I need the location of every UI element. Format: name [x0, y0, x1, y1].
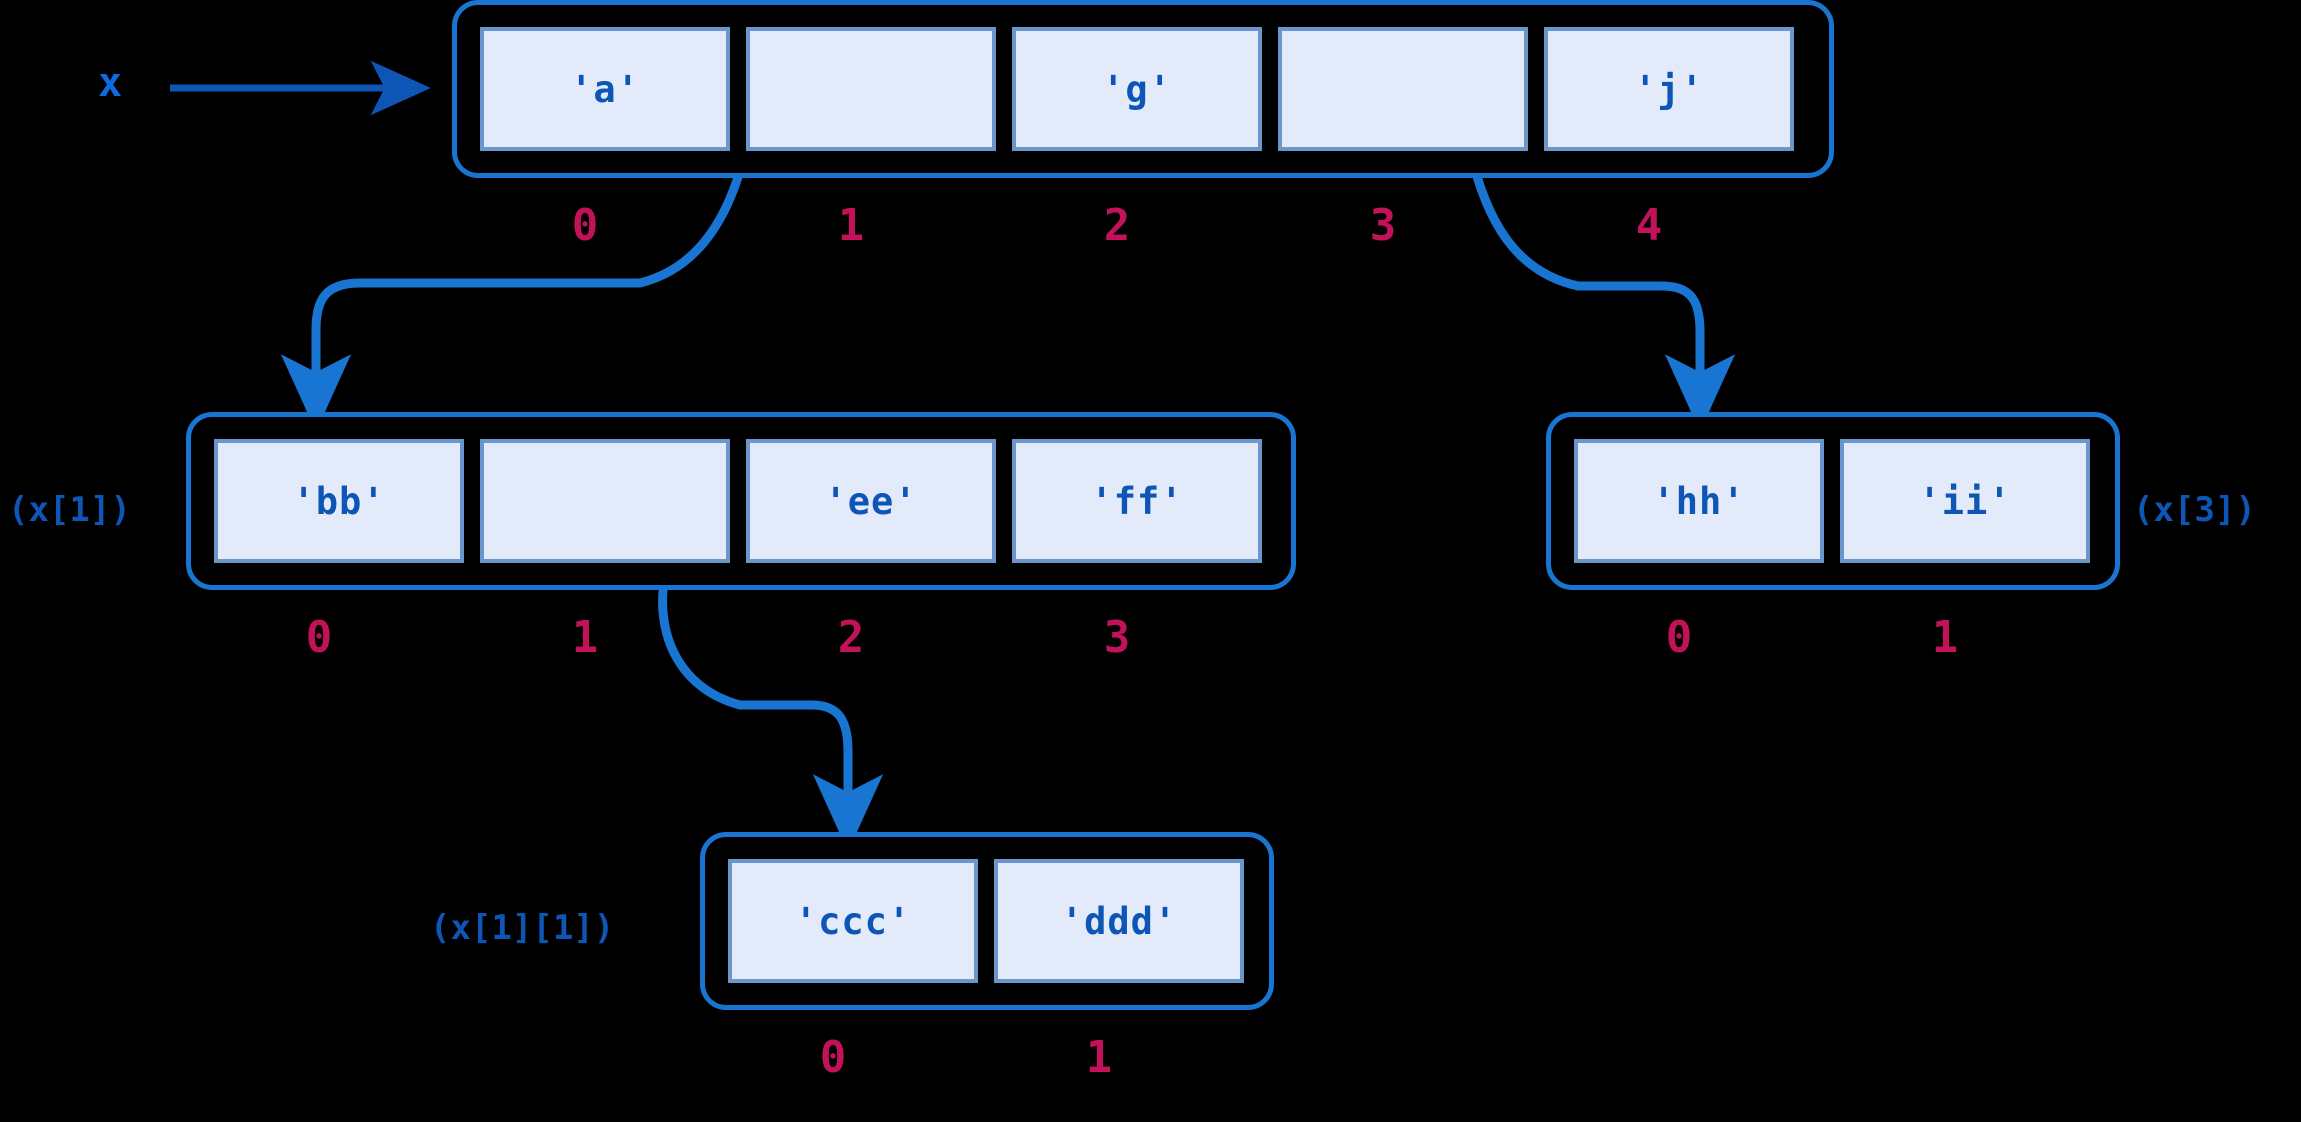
- list-x3: 'hh' 'ii': [1546, 412, 2120, 590]
- index-x3-1: 1: [1931, 612, 1959, 663]
- cell-x1-0[interactable]: 'bb': [214, 439, 464, 563]
- index-row-x1: 0 1 2 3: [186, 612, 1296, 663]
- list-x1: 'bb' 'ee' 'ff': [186, 412, 1296, 590]
- index-x-2: 2: [1103, 200, 1131, 251]
- index-x-3: 3: [1369, 200, 1397, 251]
- index-x1-0: 0: [305, 612, 333, 663]
- index-x11-1: 1: [1085, 1032, 1113, 1083]
- index-row-x: 0 1 2 3 4: [452, 200, 1834, 251]
- index-x11-0: 0: [819, 1032, 847, 1083]
- list-x: 'a' 'g' 'j': [452, 0, 1834, 178]
- index-x-0: 0: [571, 200, 599, 251]
- index-x3-0: 0: [1665, 612, 1693, 663]
- list-x11: 'ccc' 'ddd': [700, 832, 1274, 1010]
- index-x-4: 4: [1635, 200, 1663, 251]
- cell-x-2[interactable]: 'g': [1012, 27, 1262, 151]
- cell-x1-2[interactable]: 'ee': [746, 439, 996, 563]
- index-row-x3: 0 1: [1546, 612, 2120, 663]
- x11-reference-arrow: [658, 565, 884, 852]
- cell-x1-1[interactable]: [480, 439, 730, 563]
- x3-reference-arrow: [1465, 145, 1736, 432]
- x1-reference-arrow: [280, 147, 750, 432]
- list-label-x1: (x[1]): [8, 490, 131, 530]
- cell-x11-1[interactable]: 'ddd': [994, 859, 1244, 983]
- cell-x1-3[interactable]: 'ff': [1012, 439, 1262, 563]
- index-x1-3: 3: [1103, 612, 1131, 663]
- cell-x-3[interactable]: [1278, 27, 1528, 151]
- cell-x-1[interactable]: [746, 27, 996, 151]
- index-x-1: 1: [837, 200, 865, 251]
- cell-x3-1[interactable]: 'ii': [1840, 439, 2090, 563]
- cell-x-0[interactable]: 'a': [480, 27, 730, 151]
- cell-x11-0[interactable]: 'ccc': [728, 859, 978, 983]
- list-label-x3: (x[3]): [2133, 490, 2256, 530]
- index-x1-2: 2: [837, 612, 865, 663]
- cell-x-4[interactable]: 'j': [1544, 27, 1794, 151]
- variable-name-x: x: [98, 60, 123, 106]
- cell-x3-0[interactable]: 'hh': [1574, 439, 1824, 563]
- index-row-x11: 0 1: [700, 1032, 1274, 1083]
- index-x1-1: 1: [571, 612, 599, 663]
- list-label-x11: (x[1][1]): [430, 908, 615, 948]
